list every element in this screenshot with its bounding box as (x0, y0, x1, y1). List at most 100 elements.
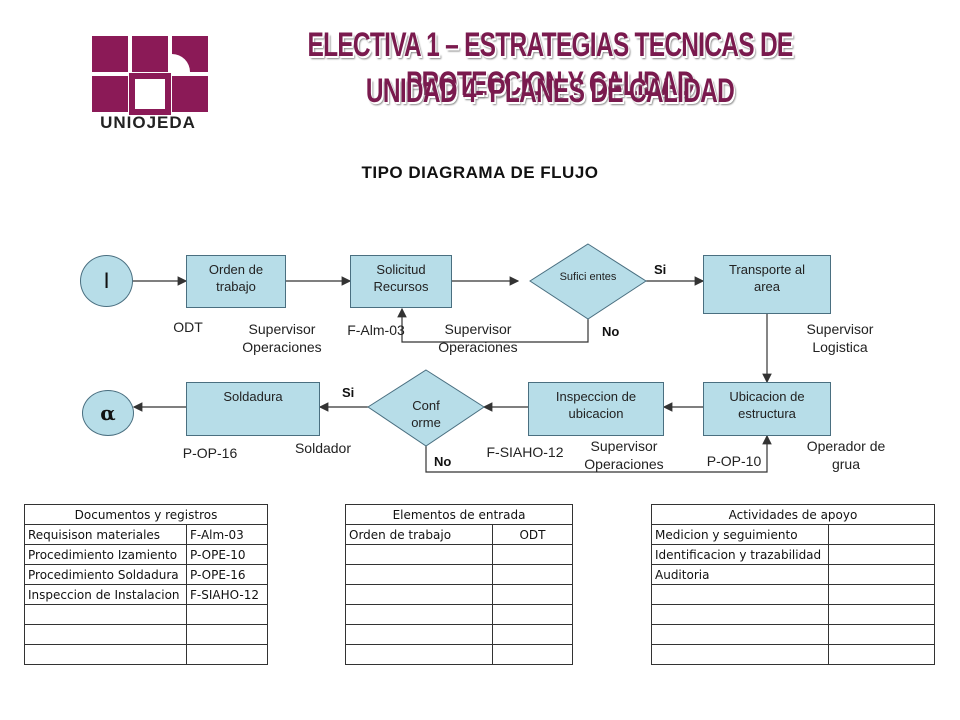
table-cell (828, 604, 935, 625)
node-ubicacion: Ubicacion de estructura (703, 382, 831, 436)
node-orden-label: Orden de trabajo (208, 262, 264, 294)
page-title: ELECTIVA 1 – ESTRATEGIAS TECNICAS DE PRO… (307, 26, 793, 103)
decision-conforme-label: Conf orme (411, 398, 441, 430)
table-cell (828, 624, 935, 645)
label-operador-grua: Operador de grua (806, 438, 886, 472)
table-cell: P-OPE-10 (186, 544, 268, 565)
table-header: Documentos y registros (24, 504, 268, 525)
table-actividades-apoyo: Actividades de apoyo Medicion y seguimie… (651, 504, 935, 665)
decision-suficientes-shape (529, 243, 647, 320)
table-cell (345, 544, 493, 565)
table-row: Identificacion y trazabilidad (651, 544, 935, 565)
label-soldador: Soldador (294, 440, 352, 456)
label-si-1: Si (654, 262, 667, 277)
table-cell (186, 644, 268, 665)
table-cell: P-OPE-16 (186, 564, 268, 585)
arrow-no-ubicacion (425, 434, 772, 473)
label-supervisor-operaciones-2: Supervisor Operaciones (438, 321, 518, 355)
table-cell: Procedimiento Soldadura (24, 564, 187, 585)
table-cell (345, 604, 493, 625)
table-cell: Orden de trabajo (345, 524, 493, 545)
node-transporte-label: Transporte al area (728, 262, 806, 294)
table-cell (492, 604, 573, 625)
table-cell (492, 644, 573, 665)
table-cell (24, 644, 187, 665)
table-cell: Auditoria (651, 564, 829, 585)
table-documentos-registros: Documentos y registros Requisison materi… (24, 504, 268, 665)
table-cell (24, 624, 187, 645)
label-pop-10: P-OP-10 (706, 453, 762, 469)
label-supervisor-operaciones-1: Supervisor Operaciones (242, 321, 322, 355)
label-si-2: Si (342, 385, 355, 400)
table-cell (186, 604, 268, 625)
table-cell (828, 564, 935, 585)
arrow-no-solicitud (397, 307, 589, 343)
table-cell: Procedimiento Izamiento (24, 544, 187, 565)
node-inspeccion: Inspeccion de ubicacion (528, 382, 664, 436)
table-cell (345, 564, 493, 585)
table-cell (651, 584, 829, 605)
node-solicitud-label: Solicitud Recursos (373, 262, 429, 294)
table-row: Auditoria (651, 564, 935, 585)
label-falm-03: F-Alm-03 (347, 322, 405, 338)
table-row: Medicion y seguimiento (651, 524, 935, 545)
table-cell (492, 584, 573, 605)
table-cell: Identificacion y trazabilidad (651, 544, 829, 565)
table-cell (492, 564, 573, 585)
table-header: Actividades de apoyo (651, 504, 935, 525)
table-cell (651, 644, 829, 665)
table-row (651, 624, 935, 645)
node-inspeccion-label: Inspeccion de ubicacion (555, 389, 637, 421)
table-cell: F-Alm-03 (186, 524, 268, 545)
table-cell (828, 644, 935, 665)
table-cell (828, 524, 935, 545)
table-row (345, 604, 573, 625)
table-cell (492, 544, 573, 565)
table-row (345, 624, 573, 645)
diagram-title: TIPO DIAGRAMA DE FLUJO (361, 163, 599, 182)
table-row (24, 624, 268, 645)
table-cell (492, 624, 573, 645)
table-cell (345, 644, 493, 665)
decision-conforme-shape (367, 369, 485, 447)
label-fsiaho-12: F-SIAHO-12 (486, 444, 564, 460)
node-solicitud-recursos: Solicitud Recursos (350, 255, 452, 308)
node-ubicacion-label: Ubicacion de estructura (729, 389, 805, 421)
table-cell (186, 624, 268, 645)
table-cell: F-SIAHO-12 (186, 584, 268, 605)
logo-text: UNIOJEDA (100, 113, 196, 132)
table-row (24, 604, 268, 625)
table-row (345, 584, 573, 605)
node-transporte: Transporte al area (703, 255, 831, 314)
node-soldadura-label: Soldadura (223, 389, 283, 404)
table-cell (345, 624, 493, 645)
table-row (345, 644, 573, 665)
label-supervisor-operaciones-3: Supervisor Operaciones (584, 438, 664, 472)
table-row (24, 644, 268, 665)
table-cell (828, 584, 935, 605)
table-cell: Inspeccion de Instalacion (24, 584, 187, 605)
table-row (345, 544, 573, 565)
label-no-2: No (434, 454, 452, 469)
table-cell: Requisison materiales (24, 524, 187, 545)
table-header: Elementos de entrada (345, 504, 573, 525)
table-cell: ODT (492, 524, 573, 545)
table-row (651, 604, 935, 625)
node-soldadura: Soldadura (186, 382, 320, 436)
node-orden-trabajo: Orden de trabajo (186, 255, 286, 308)
label-pop-16: P-OP-16 (182, 445, 238, 461)
table-cell (651, 624, 829, 645)
page-subtitle-unit: UNIDAD 4- PLANES DE CALIDAD (365, 72, 735, 110)
label-supervisor-logistica: Supervisor Logistica (806, 321, 874, 355)
table-cell (651, 604, 829, 625)
table-cell (345, 584, 493, 605)
start-node: I (80, 255, 133, 307)
table-row (651, 644, 935, 665)
